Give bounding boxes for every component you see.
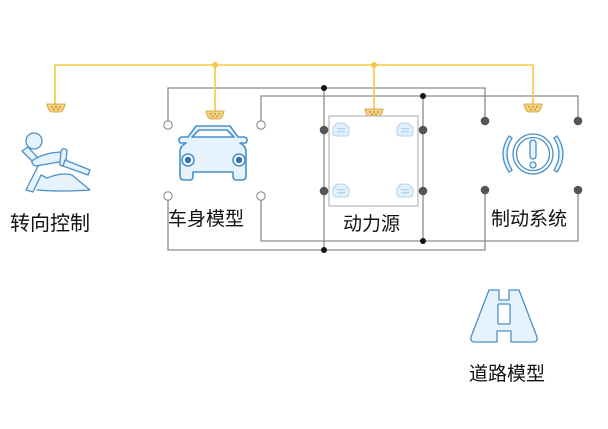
port-power-top-left[interactable] (319, 125, 329, 135)
body-ports (163, 120, 266, 201)
can-junction-dot (212, 62, 218, 68)
can-connector-icon[interactable] (523, 103, 543, 113)
wire-top-b[interactable] (260, 95, 579, 125)
junction-dot (321, 247, 327, 253)
port-brake-bottom-right[interactable] (573, 185, 583, 195)
can-connector-icon[interactable] (46, 103, 66, 113)
port-brake-top-left[interactable] (480, 116, 490, 126)
port-power-bottom-right[interactable] (418, 186, 428, 196)
port-brake-top-right[interactable] (573, 116, 583, 126)
port-power-bottom-left[interactable] (319, 186, 329, 196)
node-label-body: 车身模型 (168, 208, 245, 230)
car-icon[interactable] (178, 125, 248, 181)
port-body-top-left[interactable] (163, 120, 173, 130)
node-label-brake: 制动系统 (491, 208, 568, 230)
node-label-road: 道路模型 (469, 363, 546, 385)
road-icon[interactable] (470, 289, 538, 343)
can-bus[interactable] (54, 64, 534, 111)
port-brake-bottom-left[interactable] (480, 185, 490, 195)
node-label-steering: 转向控制 (10, 211, 90, 235)
wire-bottom-d[interactable] (260, 190, 579, 242)
can-bus-main[interactable] (54, 64, 534, 104)
junction-dot (420, 238, 426, 244)
driver-steering-icon[interactable] (21, 132, 91, 193)
junction-dot (321, 85, 327, 91)
can-junction-dot (371, 62, 377, 68)
power-ports (319, 125, 428, 196)
node-label-power: 动力源 (343, 213, 401, 235)
can-connector-icon[interactable] (205, 110, 225, 120)
port-body-bottom-right[interactable] (256, 191, 266, 201)
junction-group (321, 85, 426, 253)
junction-dot (420, 93, 426, 99)
port-body-bottom-left[interactable] (163, 191, 173, 201)
brake-ports (480, 116, 583, 195)
brake-warning-icon[interactable] (502, 133, 564, 175)
port-body-top-right[interactable] (256, 120, 266, 130)
port-power-top-right[interactable] (418, 125, 428, 135)
